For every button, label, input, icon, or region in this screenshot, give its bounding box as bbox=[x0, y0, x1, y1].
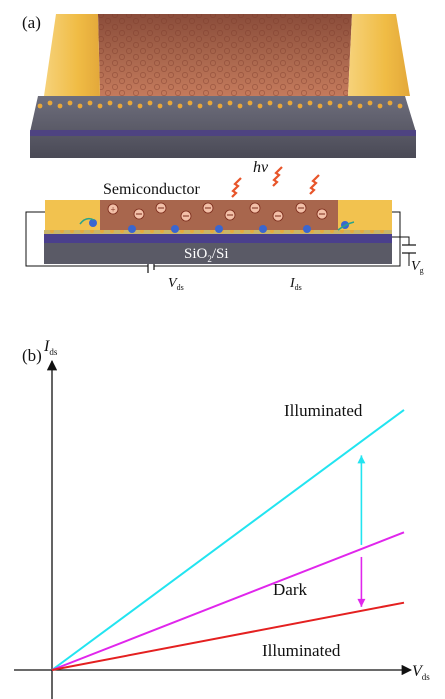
si-substrate bbox=[44, 242, 392, 264]
drain-electrode-3d bbox=[348, 14, 410, 96]
panel-b-label: (b) bbox=[22, 346, 42, 365]
photon-icon bbox=[231, 166, 320, 198]
chart-arrows bbox=[357, 455, 366, 607]
panel-a: (a) bbox=[22, 13, 424, 292]
carrier-flow-arrow-left bbox=[79, 217, 95, 225]
sio2-layer bbox=[44, 234, 392, 243]
vg-capacitor-icon bbox=[402, 244, 416, 254]
chart-lines bbox=[51, 409, 405, 671]
y-axis-label: Ids bbox=[43, 338, 58, 357]
panel-a-label: (a) bbox=[22, 13, 41, 32]
lower-line-label: Illuminated bbox=[262, 641, 341, 660]
illuminated-high-line bbox=[51, 409, 405, 671]
svg-text:+: + bbox=[110, 205, 115, 215]
device-3d-view bbox=[30, 14, 416, 158]
graphene-atom-row bbox=[37, 100, 403, 109]
circuit-wires bbox=[25, 211, 410, 267]
up-arrow-icon bbox=[357, 455, 366, 545]
middle-line-label: Dark bbox=[273, 580, 307, 599]
dark-line bbox=[51, 531, 405, 671]
carrier-flow-arrow-right bbox=[337, 221, 355, 231]
semiconductor-label: Semiconductor bbox=[103, 181, 201, 198]
down-arrow-icon bbox=[357, 556, 366, 607]
upper-line-label: Illuminated bbox=[284, 401, 363, 420]
device-cross-section: hν Semiconductor bbox=[25, 159, 424, 292]
x-axis-label: Vds bbox=[412, 663, 430, 682]
illuminated-low-line bbox=[51, 601, 405, 671]
vds-label: Vds bbox=[168, 276, 184, 292]
source-electrode-3d bbox=[44, 14, 100, 96]
panel-b: (b) Ids Vds Illuminated Dark Illuminated bbox=[14, 338, 430, 699]
vg-label: Vg bbox=[411, 259, 424, 275]
electron-icons: + bbox=[107, 202, 328, 222]
hv-label: hν bbox=[253, 159, 269, 176]
substrate-slab bbox=[30, 96, 416, 158]
oxide-layer-3d bbox=[30, 130, 416, 136]
substrate-label: SiO2/Si bbox=[184, 246, 229, 264]
ids-label: Ids bbox=[289, 276, 302, 292]
